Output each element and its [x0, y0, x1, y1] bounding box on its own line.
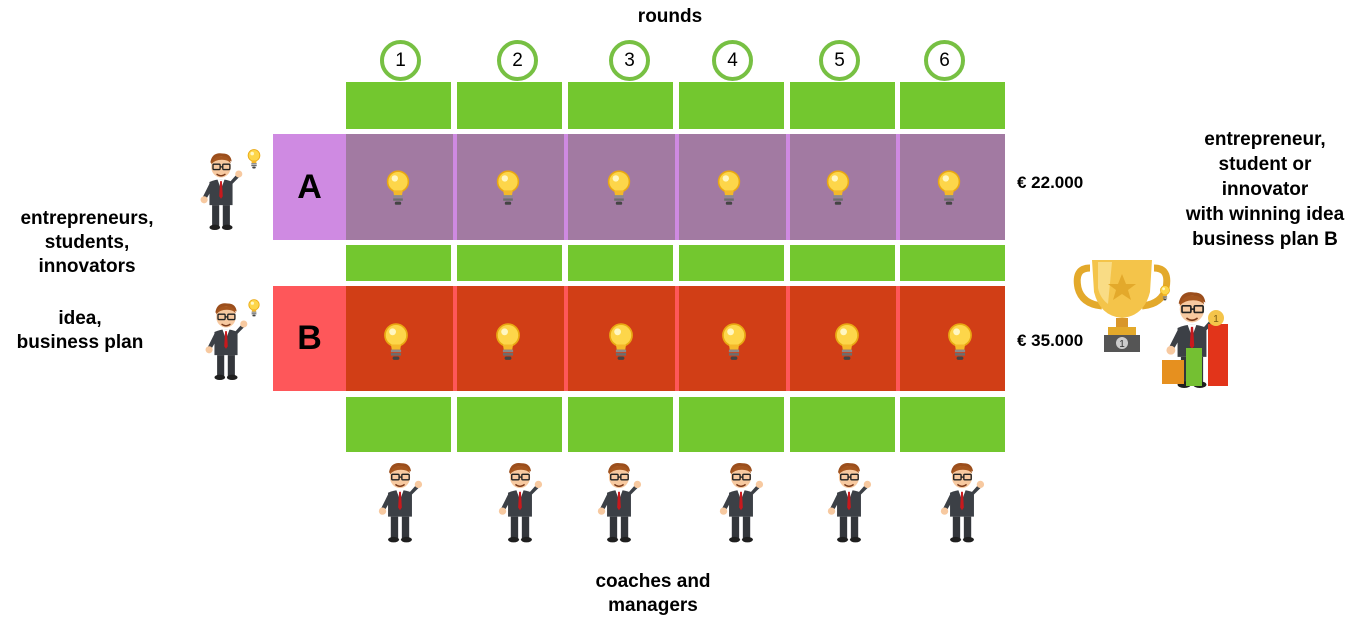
businessman-icon: [195, 148, 265, 230]
svg-text:1: 1: [1213, 314, 1219, 325]
lightbulb-icon: [717, 320, 751, 364]
submission-label: idea, business plan: [16, 308, 144, 353]
track-a-divider: [896, 134, 900, 240]
businessman-icon: [200, 298, 266, 380]
track-a-divider: [675, 134, 679, 240]
lightbulb-icon: [491, 320, 525, 364]
businessman-icon: [718, 457, 764, 545]
green-block: [346, 245, 451, 281]
track-a-prize: € 22.000: [1017, 173, 1084, 192]
lightbulb-icon: [379, 320, 413, 364]
green-block: [568, 397, 673, 452]
track-b-divider: [786, 286, 790, 391]
track-a-divider: [786, 134, 790, 240]
lightbulb-icon: [604, 320, 638, 364]
green-block: [679, 245, 784, 281]
round-badge-4: 4: [712, 40, 753, 81]
green-block: [900, 245, 1005, 281]
track-b-divider: [896, 286, 900, 391]
bar-chart-icon: 1: [1162, 310, 1228, 386]
lightbulb-icon: [713, 167, 745, 209]
green-block: [457, 245, 562, 281]
track-b-divider: [453, 286, 457, 391]
lightbulb-icon: [830, 320, 864, 364]
green-block: [900, 82, 1005, 129]
winner-label: entrepreneur, student or innovator with …: [1185, 129, 1345, 250]
businessman-icon: [596, 457, 642, 545]
lightbulb-icon: [382, 167, 414, 209]
svg-text:1: 1: [1119, 339, 1125, 350]
lightbulb-icon: [933, 167, 965, 209]
lightbulb-icon: [603, 167, 635, 209]
track-a-divider: [453, 134, 457, 240]
track-a-label: A: [273, 134, 346, 240]
green-block: [568, 82, 673, 129]
lightbulb-icon: [492, 167, 524, 209]
green-block: [457, 82, 562, 129]
green-block: [790, 245, 895, 281]
businessman-icon: [497, 457, 543, 545]
green-block: [790, 397, 895, 452]
green-block: [900, 397, 1005, 452]
coaches-label: coaches and managers: [595, 571, 711, 616]
track-b-divider: [564, 286, 568, 391]
green-block: [346, 82, 451, 129]
green-block: [790, 82, 895, 129]
green-block: [457, 397, 562, 452]
green-block: [679, 397, 784, 452]
track-b-prize: € 35.000: [1017, 331, 1084, 350]
round-badge-2: 2: [497, 40, 538, 81]
businessman-icon: [939, 457, 985, 545]
green-block: [679, 82, 784, 129]
round-badge-3: 3: [609, 40, 650, 81]
businessman-icon: [377, 457, 423, 545]
track-a-divider: [564, 134, 568, 240]
round-badge-5: 5: [819, 40, 860, 81]
green-block: [346, 397, 451, 452]
trophy-icon: 1: [1073, 260, 1171, 352]
track-b-label: B: [273, 286, 346, 391]
round-badge-1: 1: [380, 40, 421, 81]
round-badge-6: 6: [924, 40, 965, 81]
track-b-divider: [675, 286, 679, 391]
businessman-icon: [826, 457, 872, 545]
green-block: [568, 245, 673, 281]
rounds-title: rounds: [637, 6, 703, 27]
participants-label: entrepreneurs, students, innovators: [20, 208, 154, 277]
lightbulb-icon: [943, 320, 977, 364]
lightbulb-icon: [822, 167, 854, 209]
